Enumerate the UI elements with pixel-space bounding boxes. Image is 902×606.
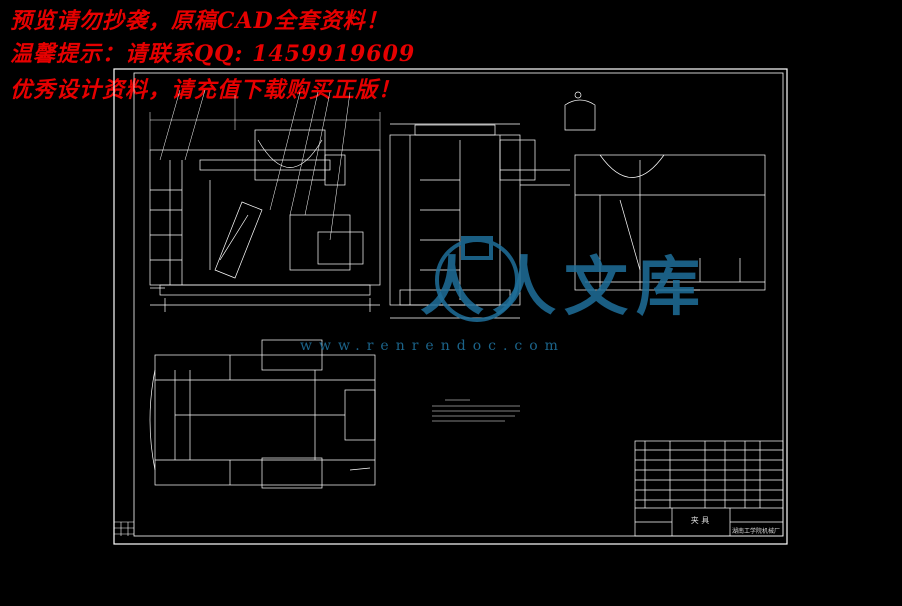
front-view-leaders: [149, 89, 381, 241]
title-block: [634, 440, 784, 537]
section-view: [564, 91, 766, 291]
side-view: [389, 123, 570, 319]
technical-notes: [432, 399, 520, 422]
outer-border: [113, 68, 788, 545]
watermark-site-url: www.renrendoc.com: [300, 338, 565, 354]
title-block-part-name: 夹 具: [691, 515, 710, 525]
title-block-company: 湖南工学院机械厂: [732, 527, 780, 535]
watermark-line-1: 预览请勿抄袭，原稿CAD全套资料！: [10, 8, 389, 34]
renrendoc-logo-icon: [435, 236, 519, 322]
left-margin-ticks: [114, 521, 134, 536]
watermark-line-3: 优秀设计资料，请充值下载购买正版！: [10, 77, 402, 103]
watermark-line-2: 温馨提示：请联系QQ: 1459919609: [10, 41, 416, 67]
front-view: [149, 129, 381, 312]
watermark-logo-text: 人人文库: [420, 250, 708, 325]
top-view: [149, 339, 376, 489]
inner-border: [133, 72, 784, 537]
